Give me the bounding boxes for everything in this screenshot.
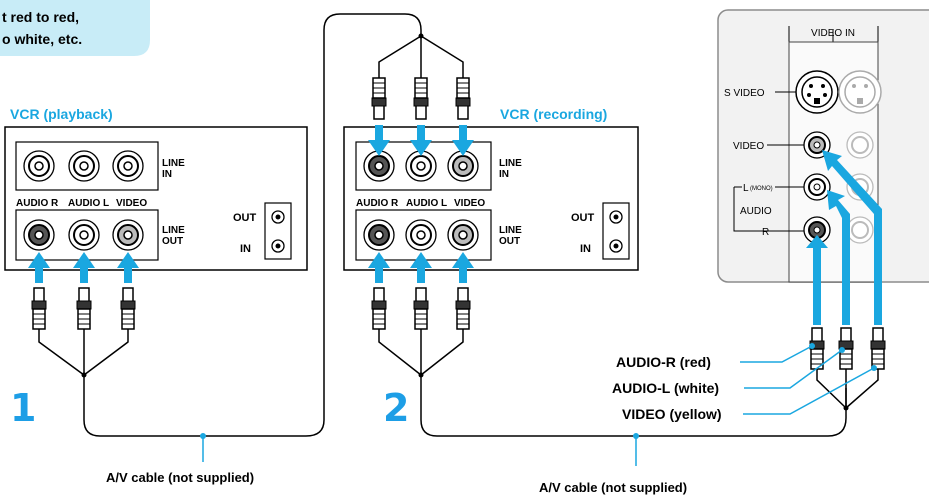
av-cable-2 — [378, 329, 847, 437]
vcr-recording-title: VCR (recording) — [500, 106, 607, 122]
vcr-playback-jack-label-r: AUDIO R — [16, 198, 59, 209]
vcr-recording-jack-label-video: VIDEO — [454, 198, 485, 209]
vcr-recording-line-out-1: LINE — [499, 225, 522, 236]
legend-audio-l: AUDIO-L (white) — [612, 380, 719, 396]
vcr-playback-plugs — [31, 287, 136, 330]
vcr-recording-out-label: OUT — [571, 212, 595, 224]
cable-1-caption: A/V cable (not supplied) — [106, 470, 254, 485]
tv-plugs — [809, 327, 886, 370]
cable-1-fanout — [378, 35, 464, 78]
vcr-playback-line-out-1: LINE — [162, 225, 185, 236]
vcr-recording-line-in-2: IN — [499, 169, 509, 180]
vcr-recording-line-in-1: LINE — [499, 158, 522, 169]
s-video-jack-3 — [838, 70, 882, 114]
vcr-recording-line-out-jacks — [355, 209, 492, 261]
vcr-playback-jack-label-video: VIDEO — [116, 198, 147, 209]
tv-rca-jacks-1 — [803, 131, 831, 244]
video-label: VIDEO — [733, 141, 764, 152]
mono-label: (MONO) — [750, 186, 773, 192]
vcr-playback-jack-label-l: AUDIO L — [68, 198, 109, 209]
vcr-recording-in-arrows — [368, 125, 474, 156]
legend-audio-r: AUDIO-R (red) — [616, 354, 711, 370]
vcr-playback-title: VCR (playback) — [10, 106, 113, 122]
vcr-playback-arrows — [28, 252, 139, 283]
step-1-number: 1 — [10, 386, 36, 430]
legend-video: VIDEO (yellow) — [622, 406, 722, 422]
legend-leader-red — [740, 345, 813, 363]
vcr-playback-in-label: IN — [240, 243, 251, 255]
audio-l-label: L — [743, 183, 749, 194]
av-cable-1 — [38, 13, 422, 437]
vcr-recording-in-label: IN — [580, 243, 591, 255]
s-video-label: S VIDEO — [724, 88, 765, 99]
vcr-playback-line-in-1: LINE — [162, 158, 185, 169]
vcr-playback-out-label: OUT — [233, 212, 257, 224]
vcr-playback-line-in-2: IN — [162, 169, 172, 180]
vcr-recording-out-arrows — [368, 252, 474, 283]
vcr-recording-jack-label-r: AUDIO R — [356, 198, 399, 209]
cable-2-fanout — [816, 369, 879, 409]
tip-line-1: t red to red, — [2, 9, 79, 25]
vcr-recording-jack-label-l: AUDIO L — [406, 198, 447, 209]
audio-r-label: R — [762, 227, 769, 238]
vcr-playback-line-out-jacks — [15, 209, 159, 261]
tip-callout — [0, 0, 150, 56]
vcr-playback-rf-connectors — [264, 202, 292, 260]
legend-leader-yellow — [743, 367, 875, 415]
cable-2-caption: A/V cable (not supplied) — [539, 480, 687, 495]
legend-leader-white — [744, 349, 843, 389]
audio-label: AUDIO — [740, 206, 772, 217]
vcr-recording-line-out-2: OUT — [499, 236, 520, 247]
tip-line-2: o white, etc. — [2, 31, 82, 47]
s-video-jack-1 — [795, 70, 839, 114]
vcr-recording-in-plugs — [371, 77, 471, 120]
tv-input-arrows — [806, 150, 882, 325]
vcr-recording-rf-connectors — [602, 202, 630, 260]
vcr-playback-line-out-2: OUT — [162, 236, 183, 247]
step-2-number: 2 — [383, 386, 409, 430]
vcr-playback-line-in-jacks — [15, 141, 159, 191]
video-in-header: VIDEO IN — [811, 28, 855, 39]
vcr-recording-out-plugs — [371, 287, 471, 330]
